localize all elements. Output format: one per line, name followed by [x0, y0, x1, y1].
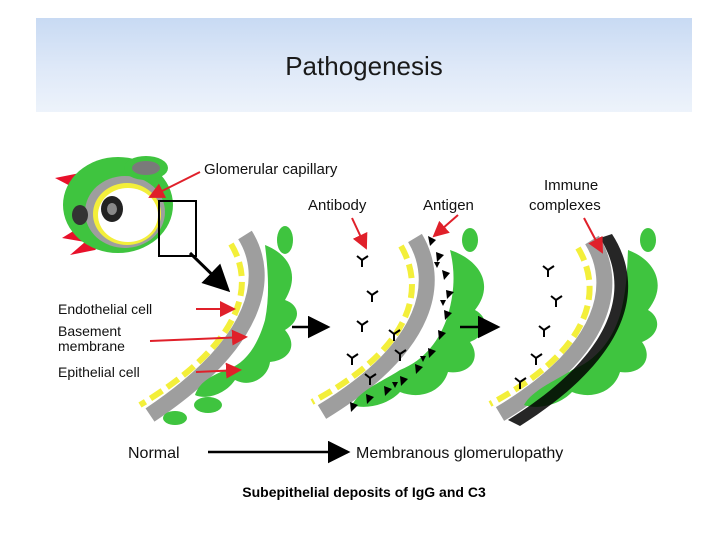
- label-immune: Immune: [544, 177, 598, 194]
- label-membrane: membrane: [58, 338, 125, 354]
- label-glomerular-capillary: Glomerular capillary: [204, 161, 338, 178]
- label-normal: Normal: [128, 445, 180, 462]
- label-antigen: Antigen: [423, 197, 474, 214]
- label-epithelial-cell: Epithelial cell: [58, 364, 140, 380]
- antibody-molecules: [346, 255, 407, 385]
- pointer-epithelial: [195, 362, 242, 379]
- endothelial-nucleus: [132, 161, 160, 175]
- zoom-arrow: [188, 251, 231, 293]
- epithelial-podocytes: [195, 245, 298, 397]
- label-endothelial-cell: Endothelial cell: [58, 301, 152, 317]
- label-antibody: Antibody: [308, 197, 367, 214]
- pointer-basement: [149, 329, 248, 346]
- label-membranous-glomerulopathy: Membranous glomerulopathy: [356, 445, 563, 462]
- antibody-antigen-panel: [310, 228, 486, 419]
- pointer-glomerular-capillary: [148, 171, 201, 198]
- immune-complex-panel: [488, 228, 658, 426]
- pointer-antibody: [351, 217, 368, 250]
- label-basement: Basement: [58, 323, 121, 339]
- title-band: [36, 18, 692, 112]
- pointer-antigen: [432, 214, 459, 238]
- normal-membrane-panel: [138, 226, 298, 425]
- immune-deposit-band: [508, 234, 629, 426]
- zoom-box: [158, 200, 197, 257]
- glomerular-capillary-illustration: [52, 156, 231, 293]
- pointer-immune-complexes: [583, 217, 603, 254]
- antigen-deposits: [350, 236, 454, 412]
- slide-title: Pathogenesis: [285, 51, 443, 81]
- slide-caption: Subepithelial deposits of IgG and C3: [242, 484, 486, 500]
- label-complexes: complexes: [529, 197, 601, 214]
- basement-membrane: [145, 230, 265, 422]
